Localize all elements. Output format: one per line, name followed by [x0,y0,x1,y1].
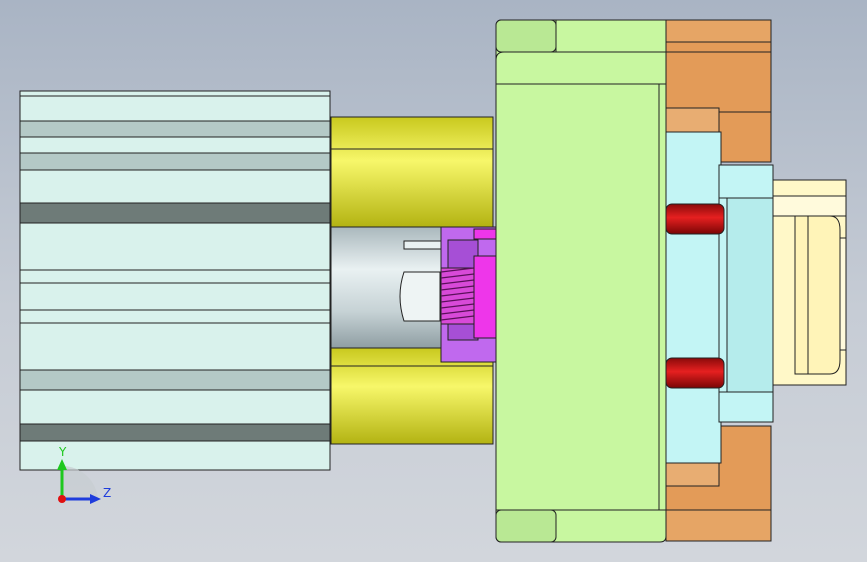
coordinate-triad: Y Z [57,445,111,504]
red-bolt[interactable] [665,203,725,235]
steel-shaft[interactable] [330,226,442,349]
green-mounting-plate[interactable] [495,19,667,543]
cyan-flange[interactable] [665,131,774,464]
yellow-coupling-sleeve[interactable] [330,116,494,445]
z-axis-label: Z [103,486,111,500]
origin-dot [58,495,66,503]
aluminum-profile-body[interactable] [19,90,331,471]
red-bolt[interactable] [665,357,725,389]
cream-end-cap[interactable] [772,179,847,386]
y-axis-label: Y [58,445,67,459]
magenta-threaded-insert[interactable] [440,228,497,339]
